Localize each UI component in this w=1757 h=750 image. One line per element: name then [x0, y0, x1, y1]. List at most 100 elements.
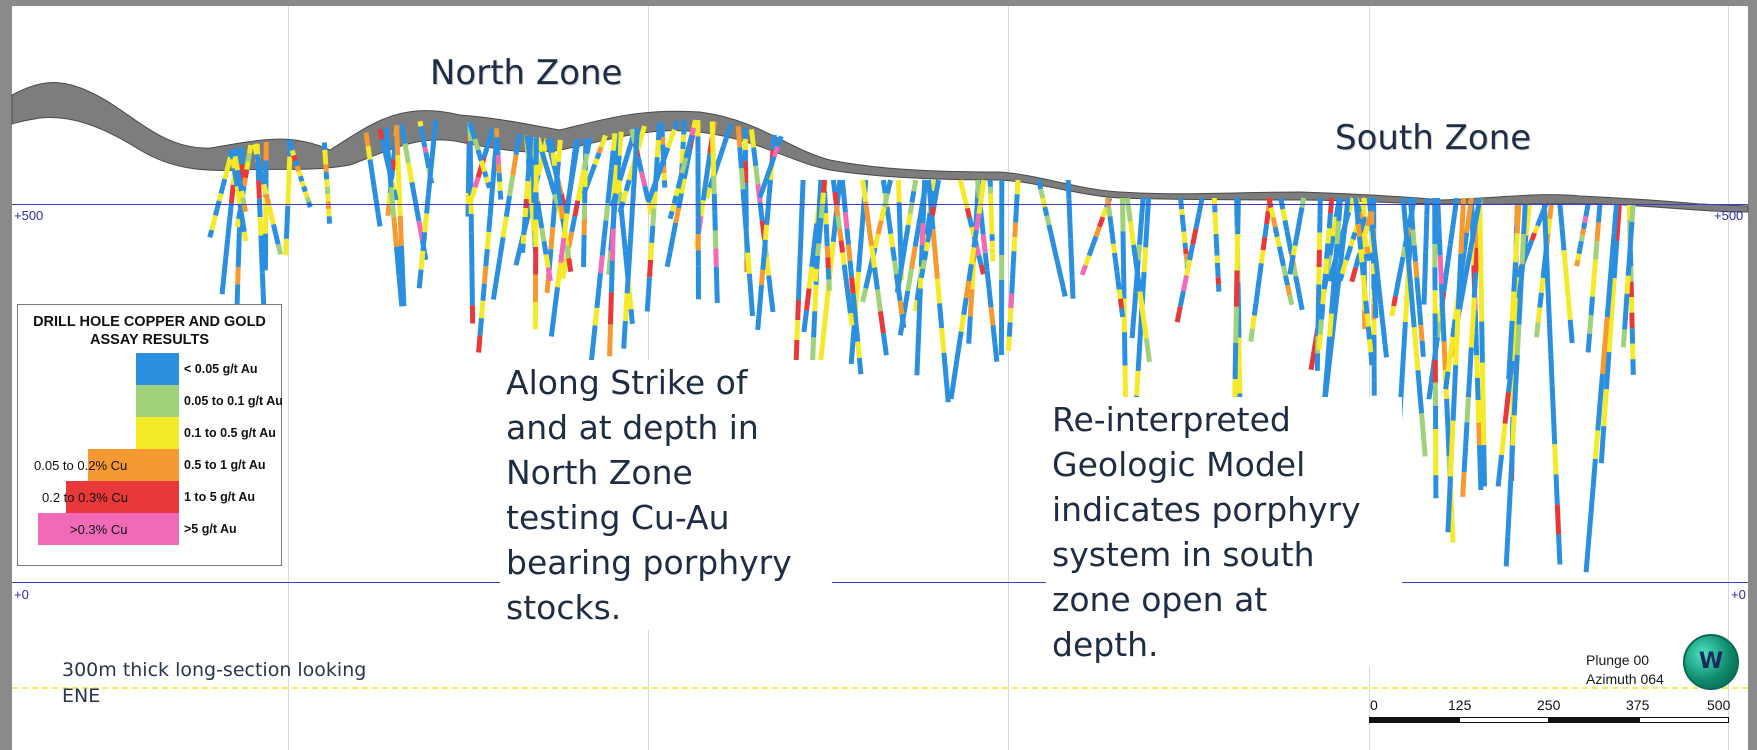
drill-hole-segment	[231, 167, 239, 178]
drill-hole-segment	[1316, 334, 1323, 351]
drill-hole-segment	[1609, 277, 1617, 316]
drill-hole-segment	[1006, 322, 1013, 337]
drill-hole-segment	[386, 157, 394, 188]
drill-hole-segment	[496, 172, 503, 182]
drill-hole-segment	[1129, 322, 1136, 339]
drill-hole-segment	[1443, 259, 1451, 276]
drill-hole-segment	[1011, 236, 1018, 252]
drill-hole-segment	[236, 195, 243, 206]
drill-hole-segment	[240, 222, 247, 233]
drill-hole-segment	[884, 206, 892, 221]
drill-hole-segment	[840, 252, 847, 266]
drill-hole-segment	[1421, 286, 1428, 305]
drill-hole-segment	[1583, 209, 1590, 217]
drill-hole-segment	[523, 190, 530, 200]
drill-hole-segment	[647, 259, 654, 278]
drill-hole-segment	[521, 225, 527, 236]
drill-hole-segment	[685, 142, 693, 152]
drill-hole-segment	[768, 293, 776, 313]
drill-hole-segment	[968, 247, 977, 265]
drill-hole-segment	[1328, 197, 1335, 214]
legend-label-au: >5 g/t Au	[184, 522, 237, 536]
drill-hole-segment	[259, 253, 265, 273]
drill-hole-segment	[797, 239, 804, 261]
drill-hole-segment	[1445, 476, 1453, 533]
drill-hole-segment	[1116, 289, 1123, 300]
drill-hole-segment	[771, 145, 781, 158]
drill-hole-segment	[1007, 308, 1014, 323]
drill-hole-segment	[1445, 353, 1453, 373]
drill-hole-segment	[1593, 240, 1600, 260]
drill-hole-segment	[1611, 240, 1620, 279]
drill-hole-segment	[919, 223, 926, 246]
drill-hole-segment	[925, 232, 932, 243]
drill-hole-segment	[1320, 288, 1327, 305]
drill-hole-segment	[363, 132, 371, 147]
drill-hole-segment	[1291, 264, 1299, 277]
drill-hole-segment	[951, 364, 959, 383]
drill-hole-segment	[1008, 293, 1015, 309]
drill-hole-segment	[671, 195, 679, 205]
drill-hole-segment	[1371, 274, 1377, 286]
drill-hole-segment	[635, 136, 644, 149]
drill-hole-segment	[1620, 329, 1628, 348]
drill-hole-segment	[1480, 403, 1487, 446]
legend-label-au: 1 to 5 g/t Au	[184, 490, 256, 504]
drill-hole-segment	[1266, 197, 1274, 209]
company-logo-icon: W	[1683, 634, 1739, 690]
drill-hole-segment	[1131, 244, 1140, 269]
drill-hole-segment	[242, 169, 250, 179]
drill-hole-segment	[1534, 322, 1541, 338]
drill-hole-segment	[608, 292, 614, 325]
drill-hole-segment	[239, 190, 246, 199]
drill-hole-segment	[1367, 339, 1374, 353]
drill-hole-segment	[704, 187, 713, 200]
drill-hole-segment	[541, 240, 549, 255]
drill-hole-segment	[275, 243, 284, 255]
drill-hole-segment	[1503, 536, 1511, 567]
drill-hole-segment	[838, 240, 846, 253]
drill-hole-segment	[556, 191, 564, 206]
drill-hole-segment	[365, 145, 373, 160]
drill-hole-segment	[1511, 385, 1519, 416]
drill-hole-segment	[839, 179, 847, 197]
drill-hole-segment	[1042, 206, 1050, 217]
drill-hole-segment	[1400, 246, 1408, 258]
elevation-label-500-right: +500	[1714, 208, 1744, 223]
drill-hole-segment	[850, 293, 858, 310]
drill-hole-segment	[291, 154, 298, 162]
drill-hole-segment	[1597, 373, 1605, 403]
drill-hole-segment	[1342, 197, 1351, 224]
drill-hole-segment	[1467, 223, 1478, 252]
drill-hole-segment	[844, 228, 851, 245]
legend-label-au: 0.1 to 0.5 g/t Au	[184, 426, 276, 440]
drill-hole-segment	[1012, 222, 1019, 238]
drill-hole-segment	[535, 156, 545, 176]
drill-hole-segment	[1110, 243, 1117, 254]
drill-hole-segment	[1393, 286, 1400, 297]
north-zone-annotation: Along Strike of and at depth in North Zo…	[500, 360, 832, 630]
drill-hole-segment	[1294, 226, 1301, 237]
section-caption: 300m thick long-section looking ENE	[62, 659, 367, 707]
drill-hole-segment	[824, 246, 831, 258]
drill-hole-segment	[1364, 313, 1371, 327]
drill-hole-segment	[1544, 263, 1551, 295]
drill-hole-segment	[1595, 402, 1603, 431]
drill-hole-segment	[1474, 355, 1480, 378]
drill-hole-segment	[901, 290, 911, 314]
drill-hole-segment	[1114, 270, 1121, 281]
drill-hole-segment	[429, 138, 437, 158]
drill-hole-segment	[1576, 247, 1583, 255]
drill-hole-segment	[1408, 207, 1415, 219]
drill-hole-segment	[1622, 311, 1629, 330]
drill-hole-segment	[796, 279, 802, 301]
drill-hole-segment	[1117, 298, 1124, 309]
drill-hole-segment	[416, 269, 424, 289]
north-zone-title: North Zone	[430, 53, 623, 93]
drill-hole-segment	[806, 266, 815, 289]
drill-hole-segment	[594, 290, 602, 309]
drill-hole-segment	[888, 233, 896, 248]
drill-hole-segment	[268, 213, 276, 225]
drill-hole-segment	[1509, 329, 1518, 362]
drill-hole-segment	[1476, 422, 1482, 446]
